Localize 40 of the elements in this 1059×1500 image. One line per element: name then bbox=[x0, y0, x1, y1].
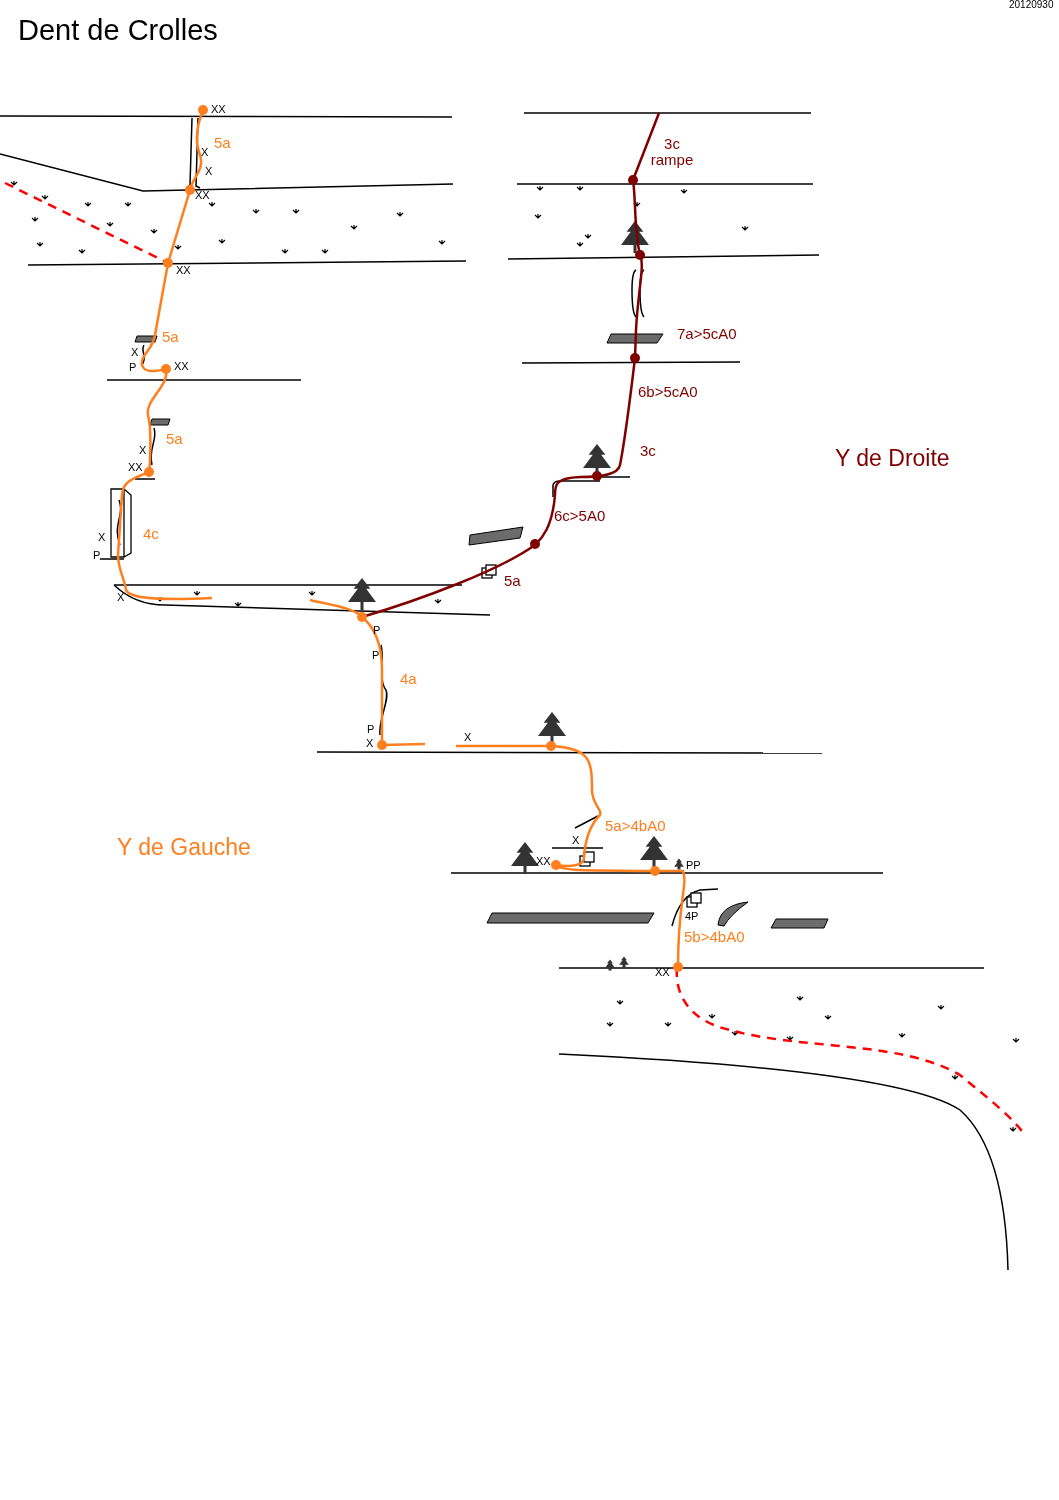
grade-label: 6b>5cA0 bbox=[638, 384, 698, 400]
belay-mark: X bbox=[572, 835, 580, 847]
grade-label: 5a bbox=[166, 431, 183, 447]
belay-mark: X bbox=[205, 166, 213, 178]
belay-mark: XX bbox=[211, 104, 226, 116]
grade-label: 6c>5A0 bbox=[554, 508, 606, 524]
belay-mark: PP bbox=[686, 860, 701, 872]
belay-mark: XX bbox=[655, 967, 670, 979]
belay-mark: P bbox=[373, 625, 381, 637]
belay-mark: X bbox=[201, 147, 209, 159]
grade-label: 5a bbox=[162, 329, 179, 345]
belay-mark: X bbox=[98, 532, 106, 544]
route-name: Y de Gauche bbox=[117, 834, 251, 860]
date-label: 20120930 bbox=[1009, 0, 1054, 11]
grade-label: 5a bbox=[504, 573, 521, 589]
route-name: Y de Droite bbox=[835, 445, 950, 471]
belay-mark: XX bbox=[195, 190, 210, 202]
grade-label: 7a>5cA0 bbox=[677, 326, 737, 342]
belay-mark: P bbox=[129, 362, 137, 374]
grade-label: 5b>4bA0 bbox=[684, 929, 745, 945]
belay-mark: X bbox=[131, 347, 139, 359]
title: Dent de Crolles bbox=[18, 14, 218, 47]
belay-mark: XX bbox=[176, 265, 191, 277]
belay-mark: XX bbox=[174, 361, 189, 373]
grade-label: 5a>4bA0 bbox=[605, 818, 666, 834]
belay-mark: X bbox=[464, 732, 472, 744]
grade-label: 5a bbox=[214, 135, 231, 151]
belay-mark: X bbox=[366, 738, 374, 750]
belay-mark: X bbox=[139, 445, 147, 457]
belay-mark: XX bbox=[536, 856, 551, 868]
belay-mark: P bbox=[93, 550, 101, 562]
belay-mark: P bbox=[367, 724, 375, 736]
grade-label: 3c rampe bbox=[649, 136, 695, 168]
belay-mark: P bbox=[372, 650, 380, 662]
grade-label: 4c bbox=[143, 526, 159, 542]
grade-label: 3c bbox=[640, 443, 656, 459]
belay-mark: 4P bbox=[685, 911, 699, 923]
grade-label: 4a bbox=[400, 671, 417, 687]
belay-mark: XX bbox=[128, 462, 143, 474]
belay-mark: X bbox=[117, 592, 125, 604]
